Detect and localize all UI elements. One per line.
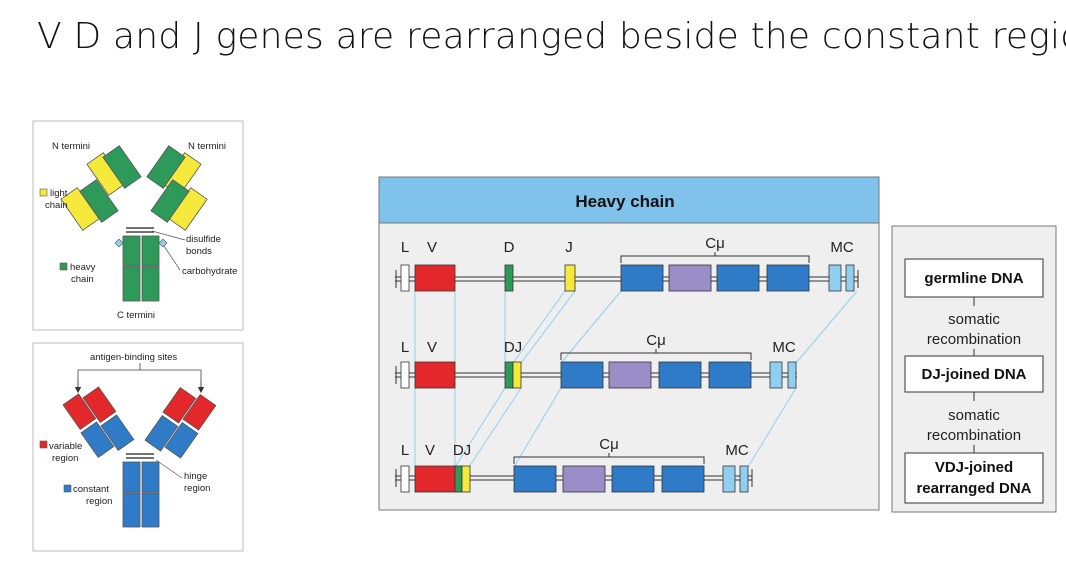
heavy-chain-header: Heavy chain xyxy=(575,192,674,211)
dj-joined-dna-label: DJ-joined DNA xyxy=(922,366,1027,383)
heavy-chain-label-2: chain xyxy=(71,274,94,285)
row3-label-l: L xyxy=(401,442,409,459)
dj-joined-dna-row: L V DJ Cμ MC xyxy=(395,332,797,389)
variable-region-label-1: variable xyxy=(49,441,82,452)
antigen-binding-sites-label: antigen-binding sites xyxy=(90,352,177,363)
n-termini-right-label: N termini xyxy=(188,141,226,152)
hinge-region-label-2: region xyxy=(184,483,210,494)
disulfide-bonds-label-2: bonds xyxy=(186,246,212,257)
rearrangement-flow-panel: germline DNA somatic recombination DJ-jo… xyxy=(891,225,1057,513)
rearrangement-lines xyxy=(414,290,858,468)
variable-region-label-2: region xyxy=(52,453,78,464)
constant-region-label-1: constant xyxy=(73,484,109,495)
c-termini-label: C termini xyxy=(117,310,155,321)
row3-label-dj: DJ xyxy=(453,442,471,459)
step1-label-1: somatic xyxy=(948,311,1000,328)
vdj-rearranged-dna-box xyxy=(904,452,1044,504)
light-chain-label-1: light xyxy=(50,188,68,199)
row3-label-mc: MC xyxy=(725,442,748,459)
row1-label-d: D xyxy=(504,239,515,256)
carbohydrate-label: carbohydrate xyxy=(182,266,237,277)
row2-label-l: L xyxy=(401,339,409,356)
row1-label-cmu: Cμ xyxy=(705,235,724,252)
row1-label-j: J xyxy=(565,239,573,256)
row3-label-v: V xyxy=(425,442,435,459)
germline-dna-box xyxy=(904,258,1044,298)
row1-label-mc: MC xyxy=(830,239,853,256)
slide-title: V D and J genes are rearranged beside th… xyxy=(37,16,1066,57)
row1-label-l: L xyxy=(401,239,409,256)
row3-label-cmu: Cμ xyxy=(599,436,618,453)
hinge-region-label-1: hinge xyxy=(184,471,207,482)
row1-label-v: V xyxy=(427,239,437,256)
row2-label-cmu: Cμ xyxy=(646,332,665,349)
step2-label-2: recombination xyxy=(927,427,1021,444)
light-chain-label-2: chain xyxy=(45,200,68,211)
germline-dna-row: L V D J Cμ MC xyxy=(395,235,859,292)
row2-label-dj: DJ xyxy=(504,339,522,356)
antibody-structure-panel: N termini N termini light chain heavy ch… xyxy=(32,120,244,331)
heavy-chain-gene-panel: Heavy chain xyxy=(378,176,880,511)
n-termini-left-label: N termini xyxy=(52,141,90,152)
row2-label-mc: MC xyxy=(772,339,795,356)
disulfide-bonds-label-1: disulfide xyxy=(186,234,221,245)
row2-label-v: V xyxy=(427,339,437,356)
antibody-regions-panel: antigen-binding sites variable region co… xyxy=(32,342,244,552)
germline-dna-label: germline DNA xyxy=(924,270,1023,287)
constant-region-label-2: region xyxy=(86,496,112,507)
vdj-joined-label-1: VDJ-joined xyxy=(935,459,1013,476)
step2-label-1: somatic xyxy=(948,407,1000,424)
vdj-rearranged-dna-row: L V DJ Cμ MC xyxy=(395,436,753,493)
vdj-joined-label-2: rearranged DNA xyxy=(916,480,1031,497)
step1-label-2: recombination xyxy=(927,331,1021,348)
heavy-chain-label-1: heavy xyxy=(70,262,96,273)
